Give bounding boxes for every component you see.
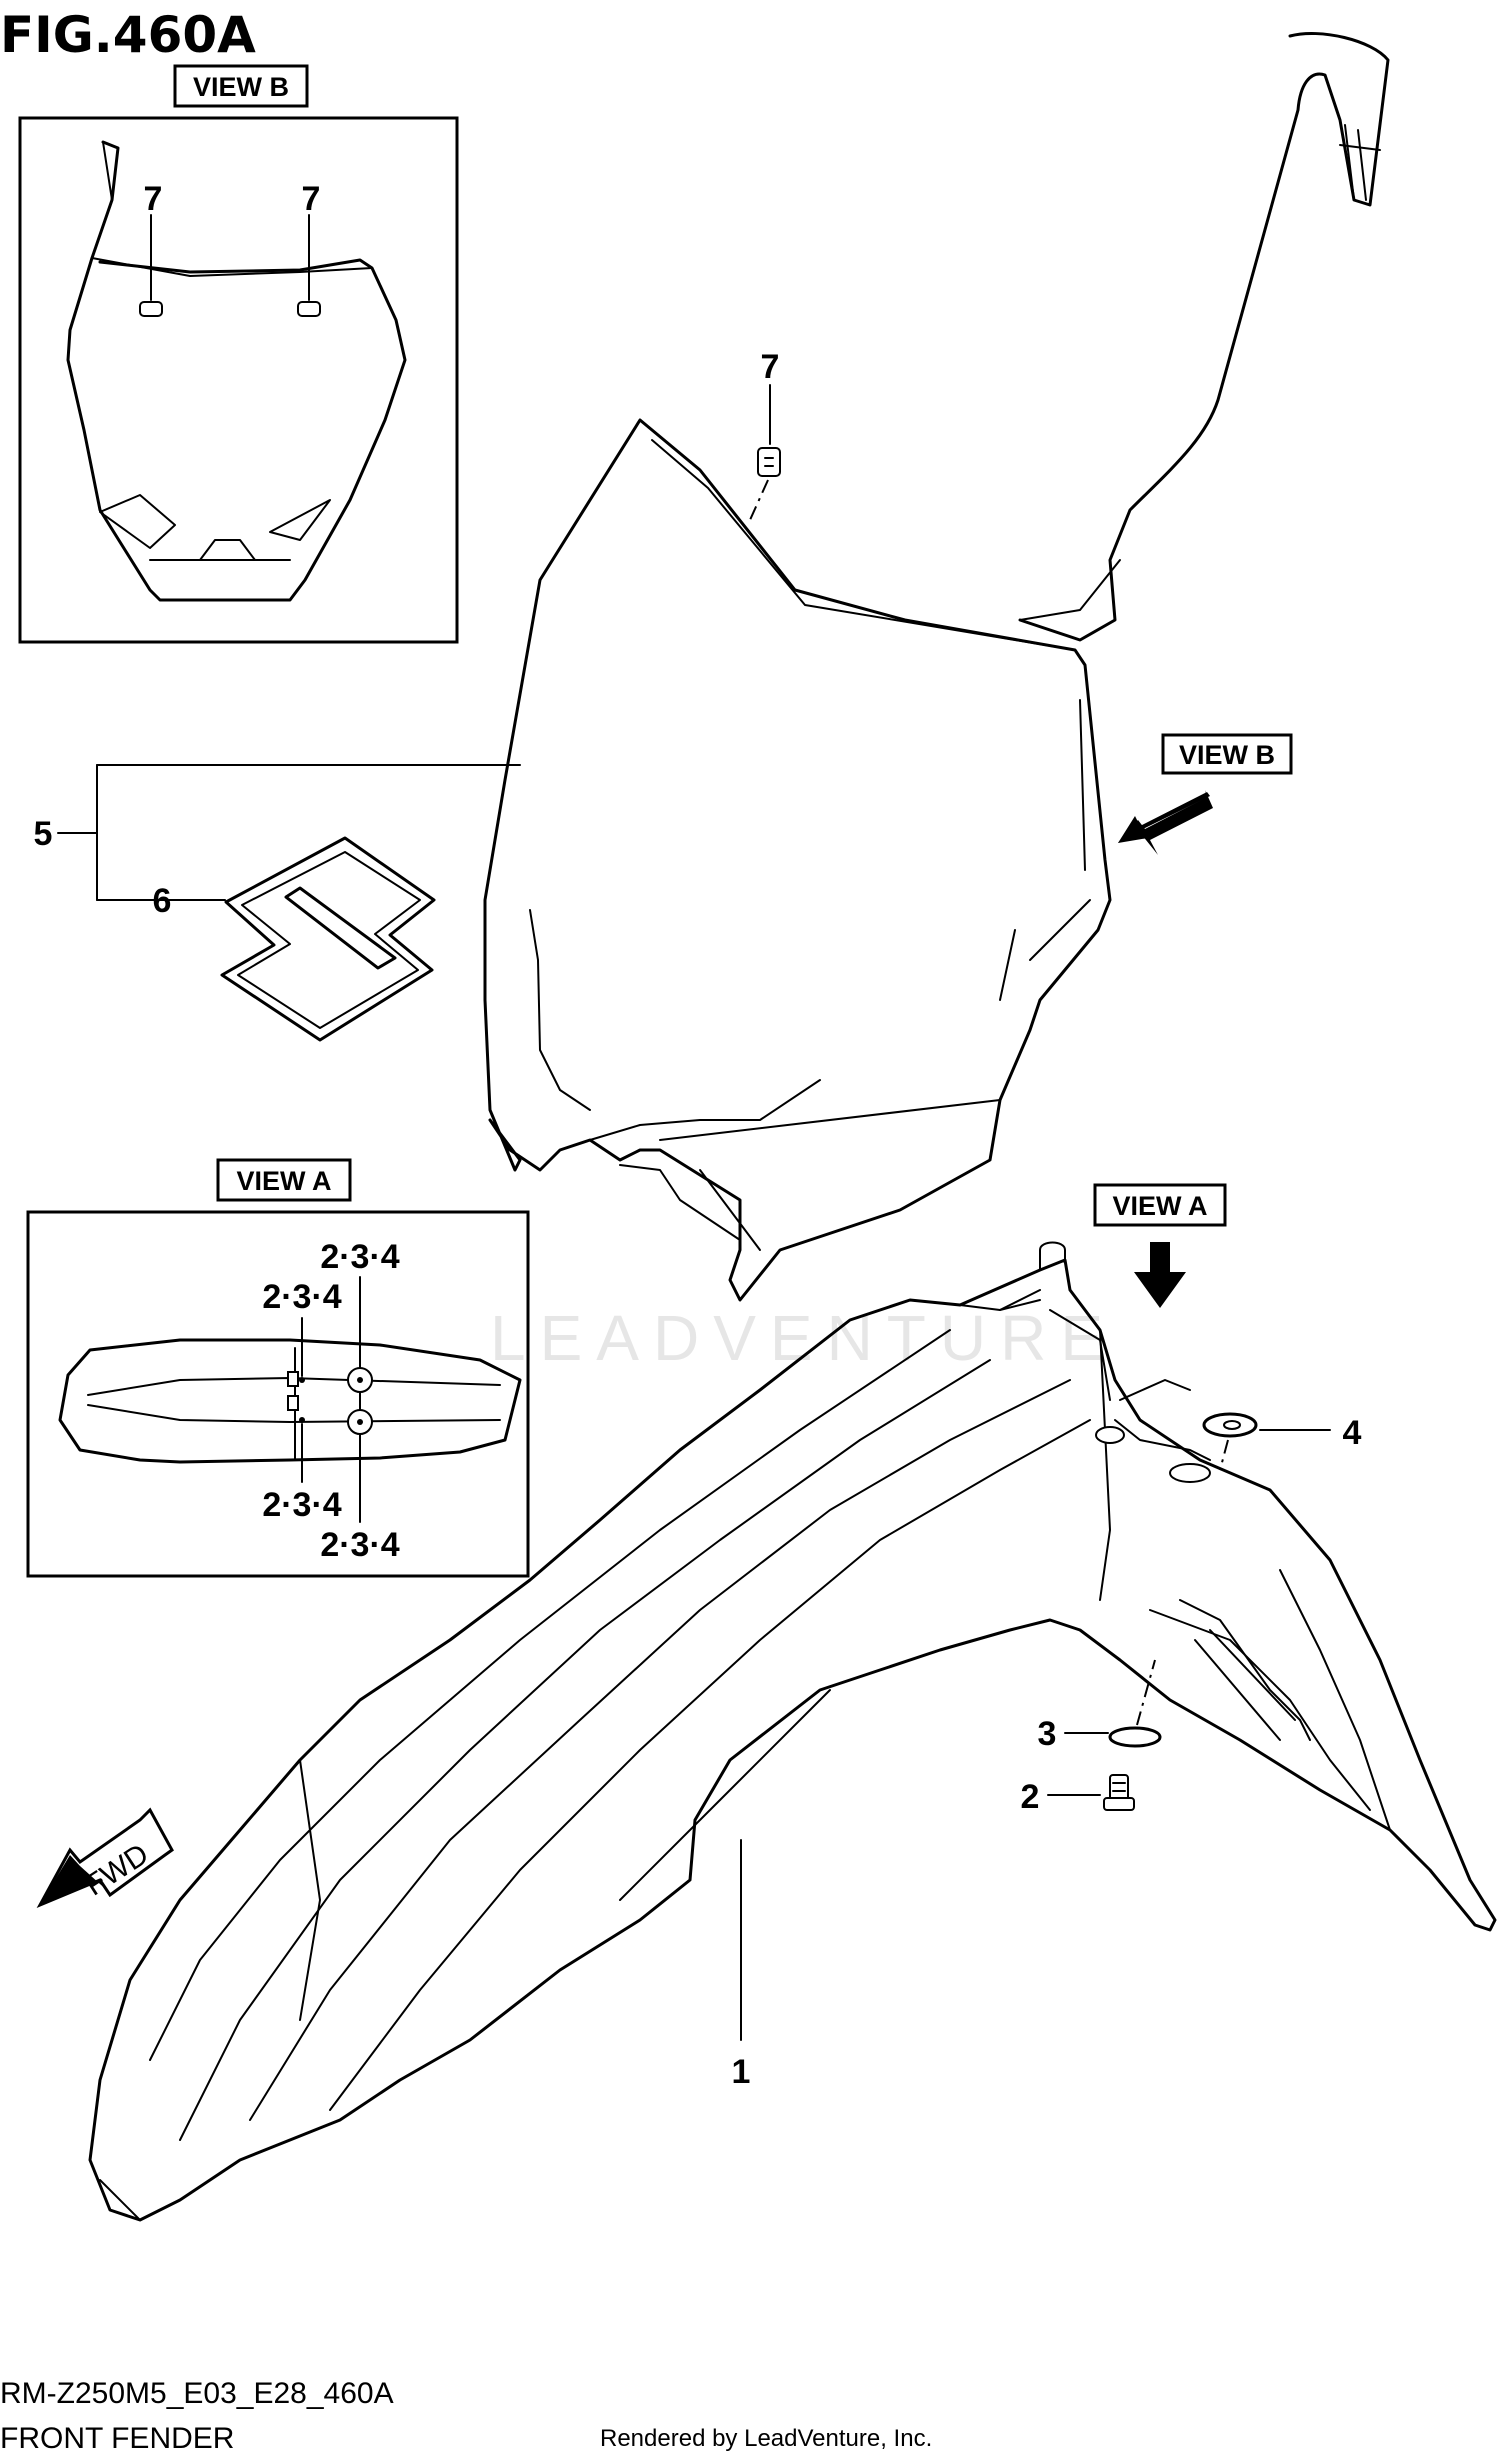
view-b-label-right: VIEW B xyxy=(1161,733,1293,775)
grommet-part: 4 xyxy=(1202,1412,1362,1471)
emblem-part xyxy=(220,836,436,1042)
view-a-label-right: VIEW A xyxy=(1093,1183,1227,1227)
callout-1: 1 xyxy=(732,2053,751,2091)
callout-6: 6 xyxy=(153,882,172,920)
front-fender-part xyxy=(88,1241,1497,2222)
svg-text:VIEW B: VIEW B xyxy=(193,72,289,102)
view-a-inset: 2·3·4 2·3·4 2·3·4 2·3·4 xyxy=(26,1210,530,1578)
view-b-label-top: VIEW B xyxy=(173,64,309,108)
view-a-arrow xyxy=(1134,1242,1186,1308)
rendered-by: Rendered by LeadVenture, Inc. xyxy=(600,2425,932,2452)
svg-text:VIEW A: VIEW A xyxy=(236,1166,331,1196)
callout-7-main: 7 xyxy=(761,348,780,386)
callout-234-bottom-right: 2·3·4 xyxy=(320,1526,399,1564)
number-plate-part xyxy=(483,32,1390,1302)
figure-title: FIG.460A xyxy=(0,6,256,64)
callout-234-top-right: 2·3·4 xyxy=(320,1238,399,1276)
callout-3: 3 xyxy=(1038,1715,1057,1753)
callout-1-leader: 1 xyxy=(732,1839,751,2091)
callout-7-view-b-left: 7 xyxy=(144,180,163,218)
fwd-arrow: FWD xyxy=(36,1807,174,1909)
washer-part: 3 xyxy=(1038,1659,1162,1753)
svg-text:VIEW A: VIEW A xyxy=(1112,1191,1207,1221)
view-b-inset: 7 7 xyxy=(18,116,459,644)
callout-7-view-b-right: 7 xyxy=(302,180,321,218)
screw-part: 7 xyxy=(749,348,781,521)
callout-5: 5 xyxy=(34,815,53,853)
figure-caption: FRONT FENDER xyxy=(0,2422,234,2455)
bolt-part: 2 xyxy=(1021,1774,1135,1816)
svg-text:VIEW B: VIEW B xyxy=(1179,740,1275,770)
watermark: LEADVENTURE xyxy=(490,1302,1117,1374)
callout-234-top-left: 2·3·4 xyxy=(262,1278,341,1316)
view-b-arrow xyxy=(1118,790,1213,855)
callout-4: 4 xyxy=(1343,1414,1362,1452)
callout-234-bottom-left: 2·3·4 xyxy=(262,1486,341,1524)
view-a-label-left: VIEW A xyxy=(216,1158,352,1202)
model-code: RM-Z250M5_E03_E28_460A xyxy=(0,2377,394,2410)
callout-bracket-5-6: 5 6 xyxy=(34,764,521,920)
callout-2: 2 xyxy=(1021,1778,1040,1816)
